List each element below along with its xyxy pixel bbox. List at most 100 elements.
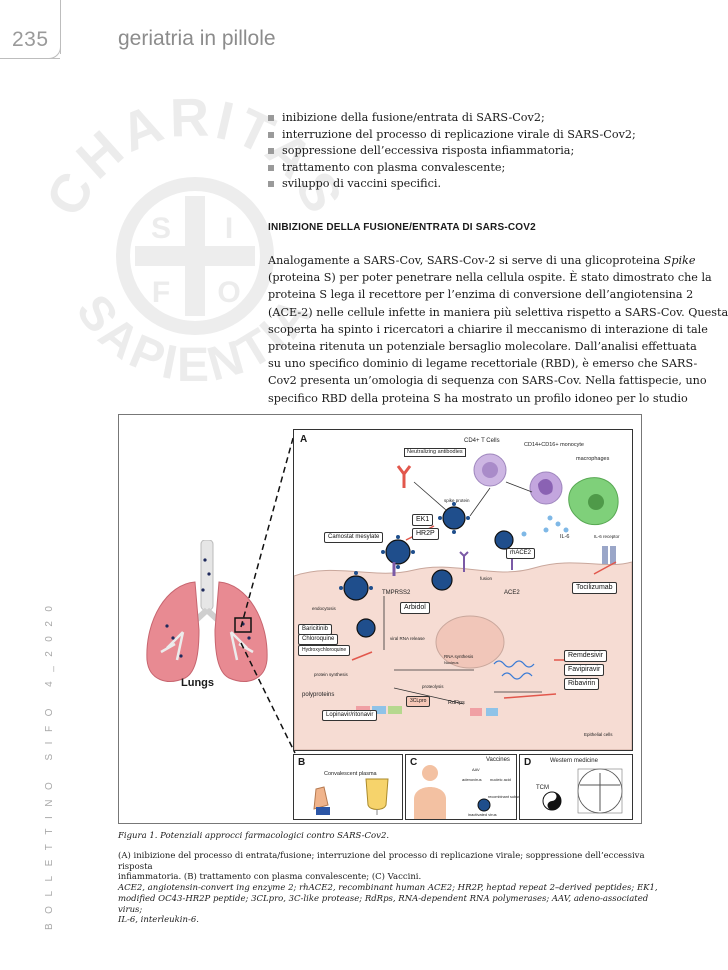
body-paragraph: Analogamente a SARS-Cov, SARS-Cov-2 si s… <box>268 252 728 407</box>
lungs-illustration <box>146 540 268 682</box>
label-hydroxychloroquine: Hydroxychloroquine <box>298 645 351 656</box>
bullet-square-icon <box>268 131 274 138</box>
paragraph-line: (ACE-2) nelle cellule infette in maniera… <box>268 305 728 319</box>
label-cd14-monocyte: CD14+CD16+ monocyte <box>524 442 584 448</box>
label-aav: AAV <box>472 767 480 772</box>
label-remdesivir: Remdesivir <box>564 650 608 662</box>
label-nucleus: Nucleus <box>444 660 459 665</box>
list-item: sviluppo di vaccini specifici. <box>268 176 636 193</box>
paragraph-line: su uno specifico dominio di legame recet… <box>268 357 698 371</box>
caption-line: IL-6, interleukin-6. <box>118 915 199 926</box>
label-western-medicine: Western medicine <box>550 758 598 764</box>
paragraph-line: Analogamente a SARS-Cov, SARS-Cov-2 si s… <box>268 254 696 267</box>
side-journal-label: BOLLETTINO SIFO 4_2020 <box>44 596 55 931</box>
label-protein-synthesis: protein synthesis <box>314 672 348 677</box>
label-ribavirin: Ribavirin <box>564 678 600 690</box>
label-fusion: fusion <box>480 576 493 581</box>
figure-caption-body: (A) inibizione del processo di entrata/f… <box>118 851 658 883</box>
label-rna-synthesis: RNA synthesis <box>444 654 474 659</box>
label-ace2: ACE2 <box>504 590 520 596</box>
paragraph-line: (proteina S) per poter penetrare nella c… <box>268 271 712 285</box>
caption-line: modified OC43-HR2P peptide; 3CLpro, 3C-l… <box>118 893 649 915</box>
bullet-text: soppressione dell’eccessiva risposta inf… <box>282 144 575 158</box>
label-arbidol: Arbidol <box>400 602 430 614</box>
label-rdrps: RdRps <box>448 700 465 706</box>
bullet-text: sviluppo di vaccini specifici. <box>282 177 442 191</box>
zoom-lines <box>240 430 296 754</box>
label-il6: IL-6 <box>560 534 570 540</box>
panel-c-letter: C <box>410 757 418 768</box>
label-il6-receptor: IL-6 receptor <box>594 534 620 539</box>
paragraph-line: scoperta ha spinto i ricercatori a chiar… <box>268 322 708 336</box>
label-convalescent-plasma: Convalescent plasma <box>324 771 377 777</box>
label-tmprss2: TMPRSS2 <box>382 590 411 596</box>
panel-d-letter: D <box>524 757 532 768</box>
watermark-letter-s: S <box>151 212 171 245</box>
label-cd4-tcells: CD4+ T Cells <box>464 438 500 444</box>
page-number: 235 <box>12 28 49 51</box>
label-recombinant-subunits: recombinant subunits <box>488 795 525 799</box>
vaccine-illustration <box>414 765 491 819</box>
list-item: interruzione del processo di replicazion… <box>268 127 636 144</box>
label-tocilizumab: Tocilizumab <box>572 582 617 594</box>
header-divider <box>60 0 61 54</box>
list-item: trattamento con plasma convalescente; <box>268 160 636 177</box>
panel-c: C Vaccines AAV adenovirus nucleic acid r… <box>405 754 524 820</box>
caption-line: ACE2, angiotensin-convert ing enzyme 2; … <box>118 883 658 893</box>
paragraph-line: proteina ritenuta un potenziale bersagli… <box>268 340 697 354</box>
label-endocytosis: endocytosis <box>312 606 336 611</box>
section-heading: INIBIZIONE DELLA FUSIONE/ENTRATA DI SARS… <box>268 222 536 233</box>
bullet-text: inibizione della fusione/entrata di SARS… <box>282 111 545 124</box>
bullet-square-icon <box>268 115 274 121</box>
figure-caption-abbreviations: ACE2, angiotensin-convert ing enzyme 2; … <box>118 883 658 926</box>
label-inactivated-virus: inactivated virus <box>468 812 497 817</box>
bullet-square-icon <box>268 148 274 155</box>
bullet-square-icon <box>268 164 274 171</box>
bullet-text: trattamento con plasma convalescente; <box>282 160 506 174</box>
approach-bullet-list: inibizione della fusione/entrata di SARS… <box>268 110 636 193</box>
sifo-watermark-logo: CHARITAS SAPIENTIA S I F O <box>35 88 351 392</box>
watermark-letter-i: I <box>225 212 233 245</box>
label-adenovirus: adenovirus <box>462 777 482 782</box>
running-header-title: geriatria in pillole <box>118 27 276 50</box>
paragraph-line: proteina S lega il recettore per l’enzim… <box>268 288 694 302</box>
label-macrophages: macrophages <box>576 456 610 462</box>
label-lopinavir-ritonavir: Lopinavir/ritonavir <box>322 710 378 721</box>
panel-b: B Convalescent plasma <box>293 754 403 820</box>
panel-a-letter: A <box>300 434 308 445</box>
list-item: soppressione dell’eccessiva risposta inf… <box>268 143 636 160</box>
list-item: inibizione della fusione/entrata di SARS… <box>268 110 636 127</box>
figure-1: Lungs A <box>118 414 642 824</box>
caption-line: (A) inibizione del processo di entrata/f… <box>118 851 645 872</box>
label-neutralizing-antibodies: Neutralizing antibodies <box>404 448 466 457</box>
label-3clpro: 3CLpro <box>406 696 431 707</box>
label-viral-rna-release: viral RNA release <box>390 636 425 641</box>
figure-caption-title: Figura 1. Potenziali approcci farmacolog… <box>118 831 390 841</box>
panel-b-letter: B <box>298 757 306 768</box>
paragraph-line: Cov2 presenta un’omologia di sequenza co… <box>268 374 707 388</box>
lungs-label: Lungs <box>181 677 214 689</box>
label-ek1: EK1 <box>412 514 434 526</box>
label-polyproteins: polyproteins <box>302 692 335 698</box>
caption-line: infiammatoria. (B) trattamento con plasm… <box>118 872 422 883</box>
label-favipiravir: Favipiravir <box>564 664 605 676</box>
watermark-letter-o: O <box>217 276 240 309</box>
watermark-letter-f: F <box>152 276 170 309</box>
label-nucleic-acid: nucleic acid <box>490 777 511 782</box>
label-chloroquine: Chloroquine <box>298 634 339 645</box>
panel-a: A <box>293 429 633 751</box>
label-spike-protein: spike protein <box>444 498 470 503</box>
vitruvian-yinyang-illustration <box>542 768 623 814</box>
panel-d: D Western medicine TCM <box>519 754 633 820</box>
label-epithelial-cells: Epithelial cells <box>584 732 613 737</box>
label-hr2p: HR2P <box>412 528 439 540</box>
paragraph-line: specifico RBD della proteina S ha mostra… <box>268 391 688 405</box>
label-vaccines: Vaccines <box>486 757 510 763</box>
label-tcm: TCM <box>536 785 549 791</box>
plasma-bag-illustration <box>313 778 389 815</box>
bullet-square-icon <box>268 181 274 188</box>
label-proteolysis: proteolysis <box>422 684 444 689</box>
header-underline <box>0 58 60 59</box>
label-camostat-mesylate: Camostat mesylate <box>324 532 384 543</box>
label-rhace2: rhACE2 <box>506 548 536 559</box>
